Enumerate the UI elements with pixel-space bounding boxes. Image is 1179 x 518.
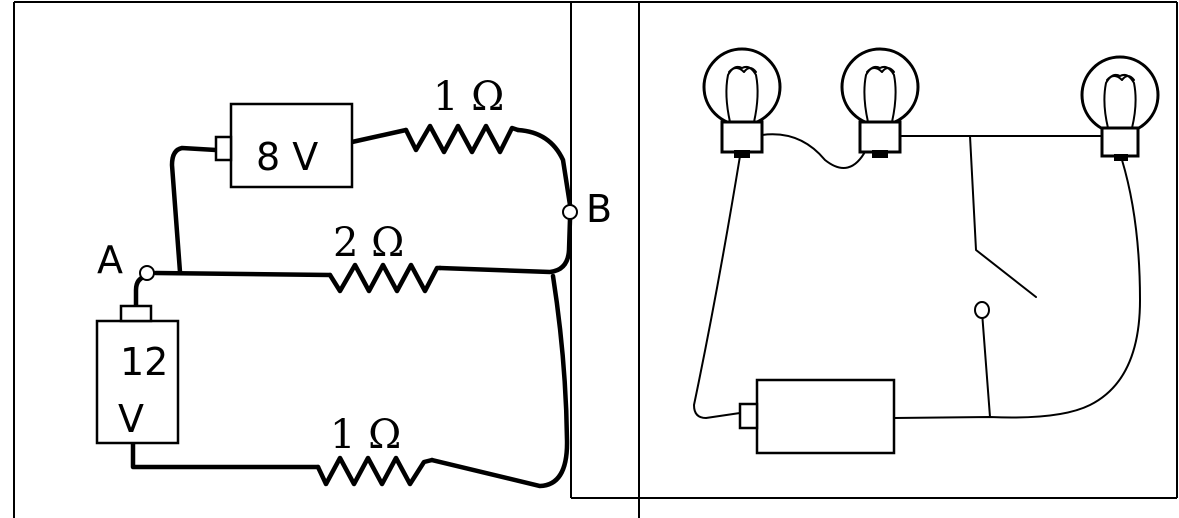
- wire-top-left: [169, 145, 219, 275]
- resistor-bottom-label: 1 Ω: [330, 412, 401, 458]
- resistor-middle: [327, 262, 443, 294]
- left-circuit: 8 V 12 V 1 Ω 2 Ω 1 Ω A B: [95, 74, 612, 489]
- battery-8v-label: 8 V: [256, 135, 318, 179]
- bulb-2: [840, 47, 920, 158]
- node-a-label: A: [97, 238, 123, 282]
- wire-8v-to-resistor: [349, 127, 409, 145]
- wire-middle-right: [437, 216, 573, 275]
- battery-12v-label-line2: V: [118, 397, 144, 441]
- wire-switch-top: [969, 135, 1037, 298]
- resistor-bottom: [315, 455, 435, 487]
- wire-top-right: [515, 127, 573, 208]
- switch-contact: [974, 301, 990, 319]
- wire-middle-left: [153, 270, 333, 278]
- battery-8v-terminal: [214, 135, 233, 162]
- wire-battery-right: [893, 159, 1141, 419]
- node-b-label: B: [586, 187, 612, 231]
- wire-bulb1-to-bulb2: [761, 133, 873, 169]
- battery-right-terminal: [738, 402, 759, 430]
- wire-bottom-left: [130, 440, 321, 470]
- panel-frames: [13, 1, 1178, 518]
- battery-12v: [95, 319, 180, 445]
- node-b-marker: [562, 204, 578, 220]
- bulb-3: [1080, 55, 1160, 161]
- wire-switch-pivot: [981, 311, 991, 418]
- right-circuit: [693, 47, 1160, 455]
- resistor-middle-label: 2 Ω: [333, 220, 404, 266]
- battery-right: [755, 378, 896, 455]
- wire-right-lower: [429, 273, 570, 489]
- bulb-1: [702, 47, 782, 158]
- battery-12v-terminal: [119, 304, 153, 323]
- resistor-top-label: 1 Ω: [433, 74, 504, 120]
- resistor-top: [403, 123, 521, 155]
- battery-12v-label-line1: 12: [120, 340, 168, 384]
- wire-bulb1-to-battery: [693, 155, 741, 419]
- node-a-marker: [139, 265, 155, 281]
